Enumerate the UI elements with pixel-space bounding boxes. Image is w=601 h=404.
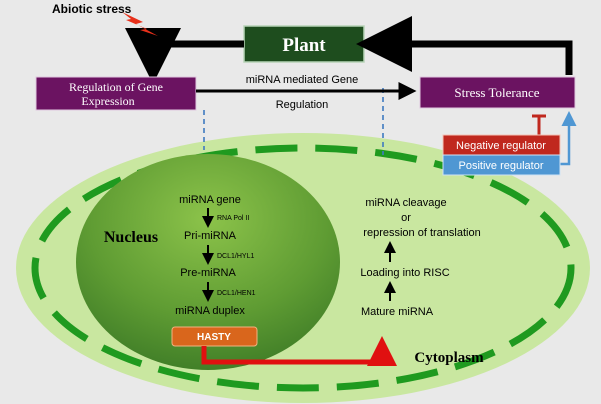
nucleus-enzyme-3: DCL1/HEN1	[217, 290, 256, 297]
positive-regulator-label: Positive regulator	[459, 160, 544, 172]
gene-regulation-box	[35, 76, 197, 111]
hasty-box	[171, 326, 258, 347]
cytoplasm-step-risc: Loading into RISC	[360, 267, 449, 279]
nucleus-step-1: miRNA gene	[179, 194, 241, 206]
positive-activation-line	[560, 111, 577, 166]
hasty-label: HASTY	[197, 332, 231, 343]
cell-membrane-dashed	[31, 144, 575, 392]
mediated-line1: miRNA mediated Gene	[246, 74, 359, 86]
nucleus-title: Nucleus	[104, 229, 158, 246]
nucleus-step-3: Pre-miRNA	[180, 267, 236, 279]
cytoplasm-step-mature: Mature miRNA	[361, 306, 434, 318]
plant-box	[243, 25, 365, 63]
cytoplasm-cleavage-line1: miRNA cleavage	[365, 197, 446, 209]
cytoplasm-cleavage-line3: repression of translation	[363, 227, 480, 239]
nucleus-enzyme-2: DCL1/HYL1	[217, 253, 254, 260]
gene-regulation-label-line1: Regulation of Gene	[69, 80, 163, 94]
negative-regulator-label: Negative regulator	[456, 140, 546, 152]
gene-regulation-label-line2: Expression	[81, 94, 134, 108]
cytoplasm-title: Cytoplasm	[414, 350, 484, 366]
cytoplasm-cleavage-line2: or	[401, 212, 411, 224]
arrow-export-to-cytoplasm	[201, 336, 397, 366]
arrow-plant-to-regulation	[125, 28, 244, 84]
plant-label: Plant	[282, 35, 326, 56]
mediated-line2: Regulation	[276, 99, 329, 111]
stress-tolerance-box	[419, 76, 576, 109]
nucleus-enzyme-1: RNA Pol II	[217, 215, 249, 222]
nucleus-step-4: miRNA duplex	[175, 305, 245, 317]
stress-tolerance-label: Stress Tolerance	[454, 85, 539, 100]
arrow-tolerance-to-plant	[356, 16, 573, 75]
lightning-icon	[122, 12, 158, 36]
positive-regulator-box	[442, 154, 561, 176]
nucleus-step-2: Pri-miRNA	[184, 230, 237, 242]
abiotic-stress-label: Abiotic stress	[52, 2, 132, 16]
